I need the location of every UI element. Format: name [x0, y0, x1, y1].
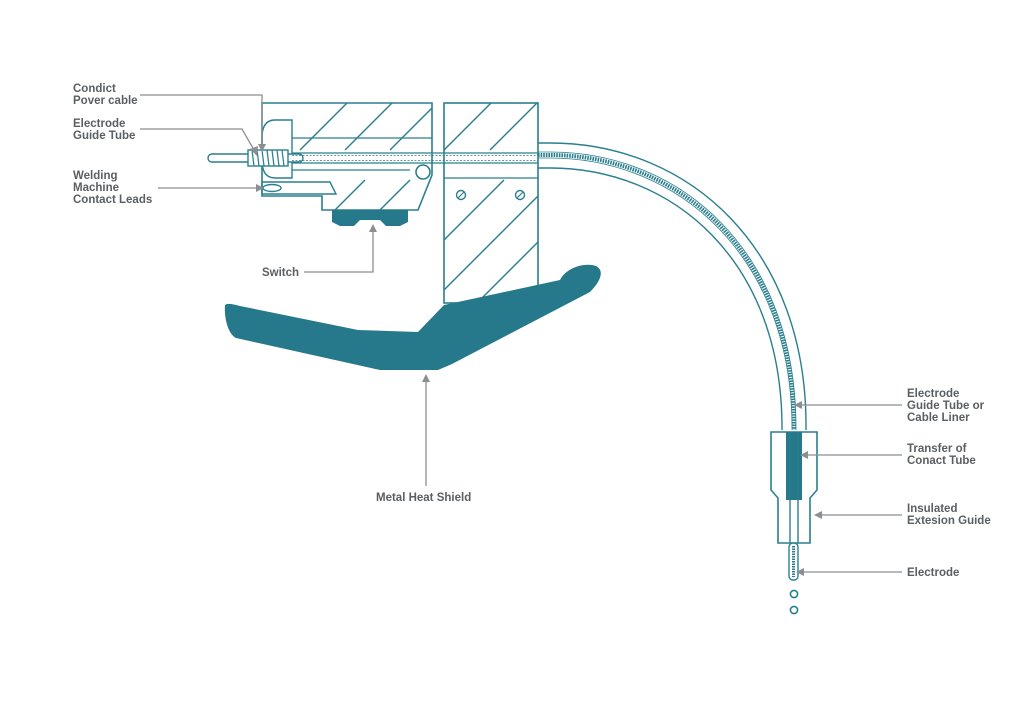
label-switch: Switch: [262, 267, 299, 279]
label-heat-shield: Metal Heat Shield: [376, 492, 471, 504]
handle-screw: [514, 189, 526, 201]
gooseneck-tube: [538, 142, 807, 431]
contact-leads-fitting: [261, 181, 338, 195]
handle-screw: [455, 189, 467, 201]
label-line: Extesion Guide: [907, 515, 991, 527]
leader-lines: [140, 94, 902, 576]
label-line: Guide Tube or: [907, 400, 985, 412]
label-line: Machine: [73, 182, 119, 194]
pivot-pin: [415, 164, 431, 180]
label-line: Guide Tube: [73, 130, 135, 142]
gun-handle: [443, 102, 539, 304]
contact-tube: [786, 432, 802, 500]
metal-heat-shield: [224, 264, 601, 370]
label-guide-tube: Electrode Guide Tube: [73, 118, 135, 142]
guide-tube: [207, 149, 538, 167]
label-extension-guide: Insulated Extesion Guide: [907, 503, 991, 527]
label-cable-liner: Electrode Guide Tube or Cable Liner: [907, 388, 987, 424]
label-electrode: Electrode: [907, 567, 959, 579]
label-line: Pover cable: [73, 95, 138, 107]
weld-droplet: [789, 605, 799, 615]
label-contact-leads: Welding Machine Contact Leads: [73, 170, 152, 206]
trigger-switch: [332, 210, 408, 226]
weld-droplet: [789, 589, 799, 599]
label-line: Contact Leads: [73, 194, 152, 206]
label-line: Electrode: [73, 118, 125, 130]
label-line: Condict: [73, 83, 116, 95]
label-line: Cable Liner: [907, 412, 970, 424]
extension-guide-nozzle: [770, 431, 818, 544]
label-line: Electrode: [907, 388, 959, 400]
label-line: Transfer of: [907, 443, 967, 455]
label-line: Insulated: [907, 503, 957, 515]
label-contact-tube: Transfer of Conact Tube: [907, 443, 976, 467]
label-power-cable: Condict Pover cable: [73, 83, 138, 107]
electrode-wire: [788, 542, 799, 581]
label-line: Welding: [73, 170, 118, 182]
label-line: Conact Tube: [907, 455, 976, 467]
